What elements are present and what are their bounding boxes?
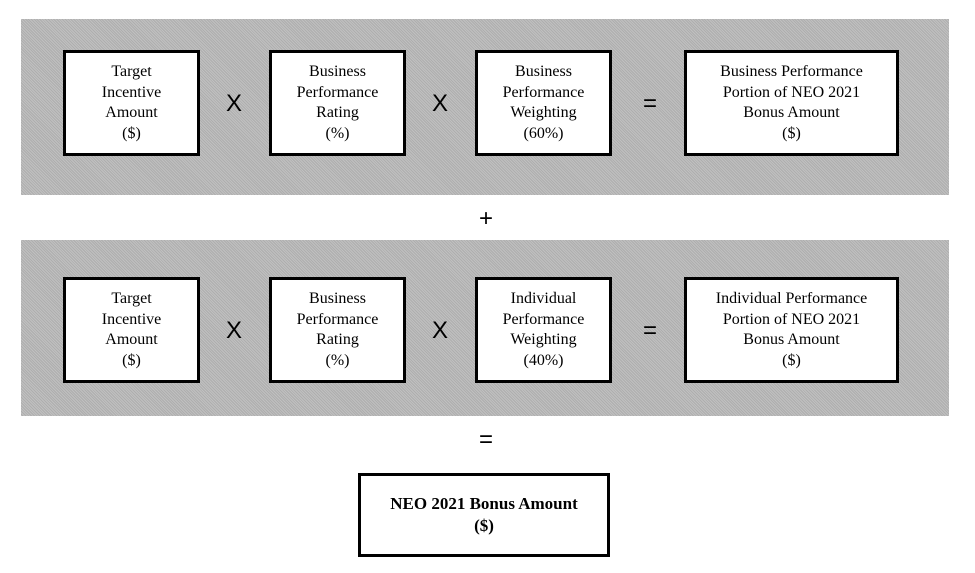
box-line: Bonus Amount	[743, 104, 840, 121]
box-line: ($)	[782, 351, 801, 369]
box-line: Business	[309, 63, 366, 80]
box-line: Incentive	[101, 310, 162, 328]
box-line: Target	[111, 290, 152, 307]
box-line: Amount	[105, 331, 158, 348]
box-line: (%)	[325, 124, 350, 142]
box-line: Weighting	[510, 331, 577, 348]
box-line: Weighting	[510, 104, 577, 121]
multiply-operator: X	[431, 90, 448, 117]
box-line: Business	[309, 290, 366, 307]
box-line: Portion of NEO 2021	[722, 310, 861, 328]
individual-performance-portion-box: Individual Performance Portion of NEO 20…	[684, 277, 899, 383]
box-line: ($)	[782, 124, 801, 142]
box-line: Business Performance	[720, 63, 863, 80]
individual-performance-weighting-box: Individual Performance Weighting (40%)	[475, 277, 612, 383]
box-line: Target	[111, 63, 152, 80]
box-line: (40%)	[523, 351, 564, 369]
business-performance-rating-box: Business Performance Rating (%)	[269, 277, 406, 383]
box-line: Individual Performance	[715, 290, 868, 307]
result-line: ($)	[474, 516, 494, 535]
equals-operator: =	[642, 317, 657, 344]
target-incentive-box: Target Incentive Amount ($)	[63, 50, 200, 156]
box-line: Bonus Amount	[743, 331, 840, 348]
multiply-operator: X	[225, 317, 242, 344]
box-line: (%)	[325, 351, 350, 369]
box-line: ($)	[122, 124, 141, 142]
target-incentive-box: Target Incentive Amount ($)	[63, 277, 200, 383]
plus-operator: +	[478, 205, 493, 232]
equals-operator-total: =	[478, 426, 493, 453]
box-line: Performance	[296, 310, 379, 328]
business-performance-weighting-box: Business Performance Weighting (60%)	[475, 50, 612, 156]
box-line: Rating	[316, 331, 359, 348]
box-line: Rating	[316, 104, 359, 121]
equals-operator: =	[642, 90, 657, 117]
box-line: Performance	[502, 310, 585, 328]
business-performance-portion-box: Business Performance Portion of NEO 2021…	[684, 50, 899, 156]
box-line: Incentive	[101, 83, 162, 101]
box-line: (60%)	[523, 124, 564, 142]
box-line: ($)	[122, 351, 141, 369]
box-line: Amount	[105, 104, 158, 121]
multiply-operator: X	[431, 317, 448, 344]
box-line: Business	[515, 63, 572, 80]
box-line: Performance	[296, 83, 379, 101]
box-line: Performance	[502, 83, 585, 101]
multiply-operator: X	[225, 90, 242, 117]
bonus-amount-result-box: NEO 2021 Bonus Amount ($)	[358, 473, 610, 557]
box-line: Portion of NEO 2021	[722, 83, 861, 101]
business-performance-rating-box: Business Performance Rating (%)	[269, 50, 406, 156]
box-line: Individual	[510, 290, 577, 307]
result-line: NEO 2021 Bonus Amount	[390, 494, 578, 513]
